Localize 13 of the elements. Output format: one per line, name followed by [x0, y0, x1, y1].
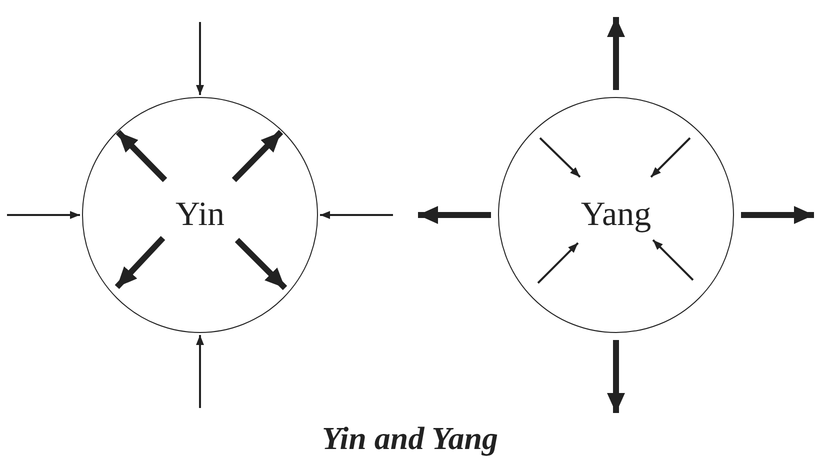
arrow [320, 211, 393, 219]
circle-node [498, 97, 734, 333]
node-label: Yang [580, 198, 652, 232]
arrow [196, 22, 204, 95]
caption: Yin and Yang [320, 420, 500, 457]
arrow [741, 206, 814, 224]
arrow [607, 340, 625, 413]
node-label: Yin [175, 198, 225, 232]
circle-node [82, 97, 318, 333]
arrow [607, 17, 625, 90]
arrow [418, 206, 491, 224]
arrow [7, 211, 80, 219]
arrow [196, 335, 204, 408]
